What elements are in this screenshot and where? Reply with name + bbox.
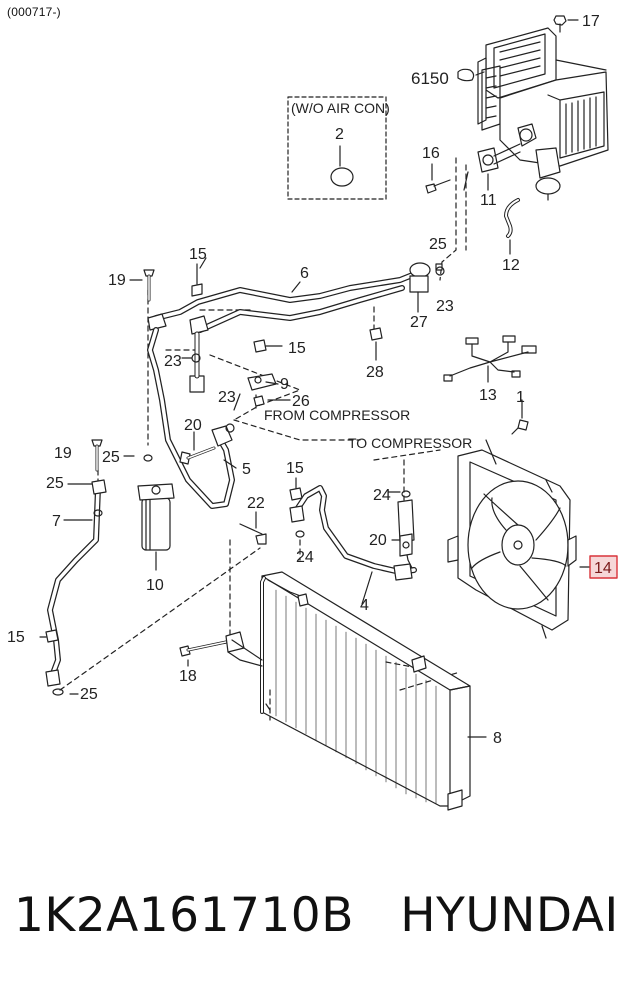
- callout-23-low: 23: [218, 389, 236, 406]
- callout-15-top: 15: [189, 246, 207, 263]
- callout-6150: 6150: [411, 69, 449, 88]
- callout-22: 22: [247, 495, 265, 512]
- callout-7: 7: [52, 513, 61, 530]
- callout-5: 5: [242, 461, 251, 478]
- callout-20-left: 20: [184, 417, 202, 434]
- callout-24-top: 24: [373, 487, 391, 504]
- hvac-unit: [477, 27, 609, 201]
- callout-25-left: 25: [46, 475, 64, 492]
- bolt-20-right: [391, 533, 413, 557]
- bolt-16: [425, 163, 451, 194]
- pipe-4: [289, 485, 417, 581]
- bolt-18: [179, 640, 228, 667]
- callout-6: 6: [300, 265, 309, 282]
- callout-2: 2: [335, 126, 344, 143]
- callout-9: 9: [280, 376, 289, 393]
- screw-1: [511, 399, 529, 435]
- wiring-13: [443, 335, 537, 383]
- callout-18: 18: [179, 668, 197, 685]
- wo-air-con-label: (W/O AIR CON): [291, 100, 390, 116]
- pipe-7: [45, 479, 107, 687]
- from-compressor-label: FROM COMPRESSOR: [264, 407, 410, 423]
- callout-1: 1: [516, 389, 525, 406]
- catalog-code: (000717-): [7, 5, 61, 19]
- callout-19-top: 19: [108, 272, 126, 289]
- callout-17: 17: [582, 13, 600, 30]
- callout-15-mid: 15: [288, 340, 306, 357]
- receiver-drier-10: [137, 483, 175, 571]
- callout-12: 12: [502, 257, 520, 274]
- o-ring-24-mid: [295, 530, 305, 538]
- nut-15-low: [45, 629, 59, 643]
- bracket-9: [247, 373, 277, 391]
- part-number: 1K2A161710B: [14, 888, 354, 943]
- o-ring-25-bottom: [52, 688, 64, 696]
- plug-2: [330, 145, 354, 187]
- callout-13: 13: [479, 387, 497, 404]
- nut-15-right: [289, 477, 303, 501]
- callout-labels: 17 6150 (W/O AIR CON) 2 16 11 12 25 23 2…: [7, 13, 612, 747]
- o-ring-23-b: [225, 423, 235, 433]
- bolt-20-left: [179, 431, 216, 465]
- bolt-22: [239, 511, 267, 545]
- pipe-5: [147, 327, 235, 509]
- expansion-valve-11: [477, 143, 521, 191]
- callout-27: 27: [410, 314, 428, 331]
- clip-6150: [457, 68, 485, 82]
- callout-15-low: 15: [7, 629, 25, 646]
- callout-11: 11: [480, 192, 497, 209]
- callout-8: 8: [493, 730, 502, 747]
- callout-25-bottom: 25: [80, 686, 98, 703]
- leader-lines: [39, 171, 487, 738]
- o-ring-25-left: [93, 509, 103, 517]
- highlight-box-14: [589, 555, 618, 579]
- callout-4: 4: [360, 597, 369, 614]
- footer-part-info: 1K2A161710B HYUNDAI: [14, 888, 619, 943]
- bolt-15-top: [191, 263, 203, 297]
- o-ring-25-mid: [143, 454, 153, 462]
- wo-air-con-box: [287, 96, 387, 200]
- o-ring-24-top: [401, 490, 411, 498]
- bolt-19-left: [91, 439, 103, 472]
- screw-17: [553, 15, 579, 33]
- callout-25-top: 25: [429, 236, 447, 253]
- callout-26: 26: [292, 393, 310, 410]
- o-ring-23-c: [435, 266, 445, 276]
- diagram-drawing: 17 6150 (W/O AIR CON) 2 16 11 12 25 23 2…: [7, 13, 618, 811]
- drain-hose-12: [504, 198, 520, 255]
- callout-24-mid: 24: [296, 549, 314, 566]
- callout-14: 14: [594, 560, 612, 577]
- pipe-6: [147, 269, 423, 393]
- callout-23-mid: 23: [164, 353, 182, 370]
- callout-19-left: 19: [54, 445, 72, 462]
- condenser-8: [225, 571, 471, 811]
- callout-10: 10: [146, 577, 164, 594]
- nut-26: [253, 395, 265, 407]
- nut-28: [369, 327, 383, 361]
- fan-assembly-14: [447, 439, 591, 639]
- nut-15-mid: [253, 339, 283, 353]
- callout-15-right: 15: [286, 460, 304, 477]
- callout-28: 28: [366, 364, 384, 381]
- callout-20-right: 20: [369, 532, 387, 549]
- callout-16: 16: [422, 145, 440, 162]
- brand-name: HYUNDAI: [400, 888, 619, 943]
- callout-23-top: 23: [436, 298, 454, 315]
- bolt-19-top: [143, 269, 155, 302]
- callout-25-mid: 25: [102, 449, 120, 466]
- to-compressor-label: TO COMPRESSOR: [348, 435, 472, 451]
